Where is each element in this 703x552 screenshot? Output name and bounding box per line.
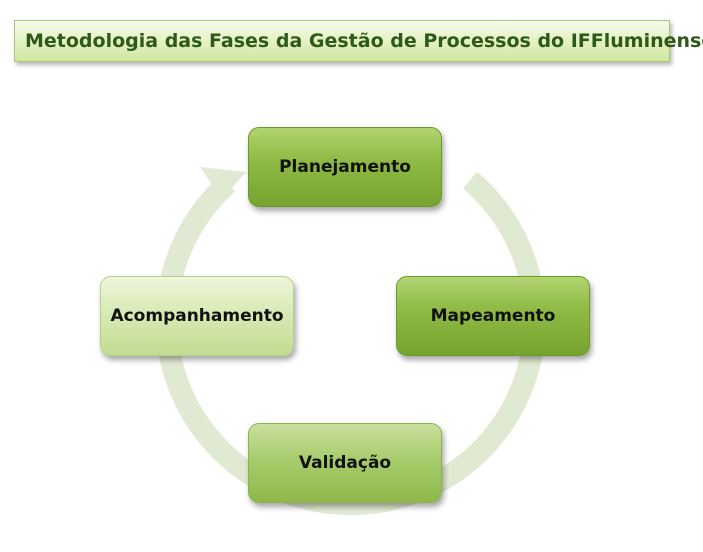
phase-acompanhamento: Acompanhamento [100,276,294,356]
phase-label: Planejamento [279,157,411,177]
phase-label: Mapeamento [430,306,556,326]
phase-mapeamento: Mapeamento [396,276,590,356]
phase-planejamento: Planejamento [248,127,442,207]
cycle-arrow-icon [200,167,246,199]
phase-label: Acompanhamento [110,306,284,326]
diagram-title: Metodologia das Fases da Gestão de Proce… [25,30,703,52]
title-banner: Metodologia das Fases da Gestão de Proce… [14,20,703,62]
phase-label: Validação [298,453,392,473]
phase-validacao: Validação [248,423,442,503]
